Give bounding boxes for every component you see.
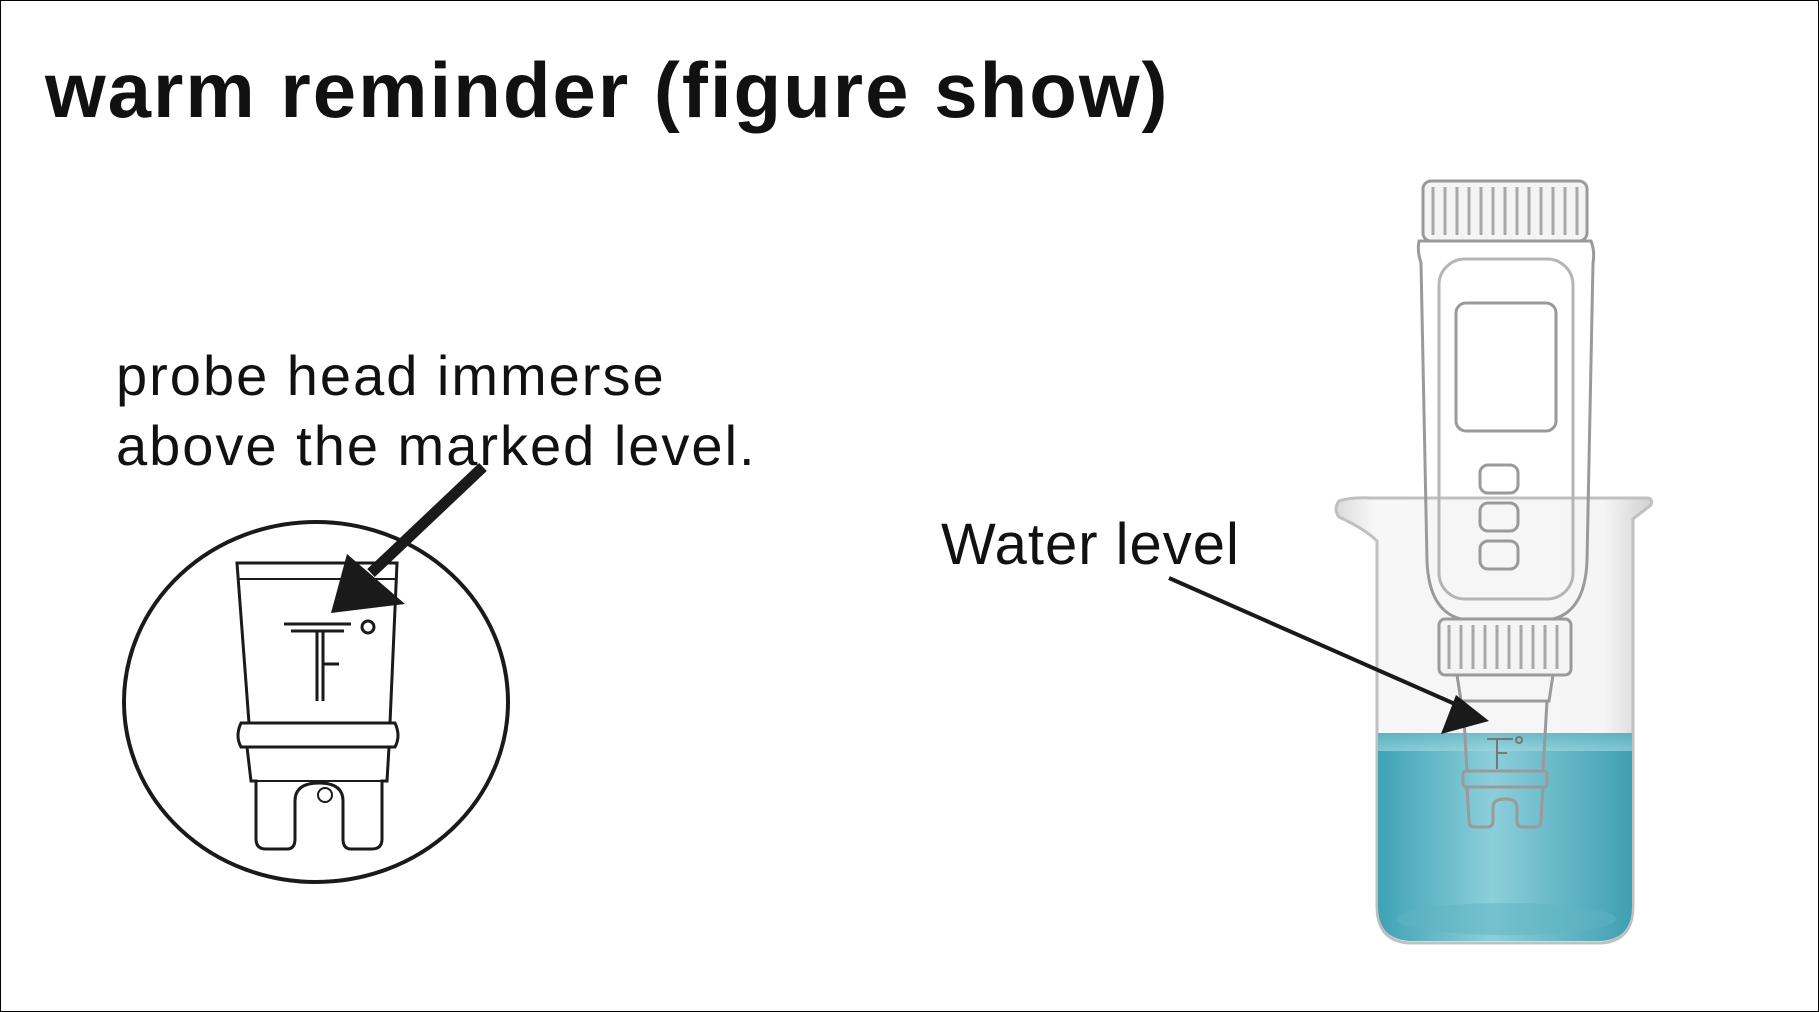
pointer-arrow-line	[367, 463, 487, 577]
marked-level-symbol	[284, 619, 376, 701]
meter-connector-ring	[1437, 617, 1573, 677]
beaker-diagram	[1168, 179, 1653, 945]
meter-button-3	[1478, 539, 1520, 571]
cap-ridges	[1431, 187, 1579, 235]
instruction-line-1: probe head immerse	[116, 344, 666, 407]
pointer-arrow-head	[331, 554, 405, 613]
page-title: warm reminder (figure show)	[45, 46, 1170, 134]
meter-display	[1454, 301, 1558, 433]
probe-sensor-tip	[245, 745, 391, 851]
instruction-line-2: above the marked level.	[116, 414, 757, 477]
water-level-label: Water level	[941, 512, 1240, 577]
meter-probe-stem	[1455, 673, 1555, 703]
immersion-instruction: probe head immerse above the marked leve…	[116, 341, 757, 481]
water-level-arrow-head	[1441, 695, 1489, 734]
meter	[1416, 179, 1596, 829]
meter-button-2	[1478, 501, 1520, 533]
probe-level-mark	[1487, 736, 1523, 769]
probe-collar	[236, 721, 400, 749]
water-level-arrow-line	[1168, 576, 1465, 710]
water	[1378, 733, 1632, 941]
magnified-probe-diagram	[122, 463, 510, 884]
meter-button-1	[1478, 463, 1520, 495]
